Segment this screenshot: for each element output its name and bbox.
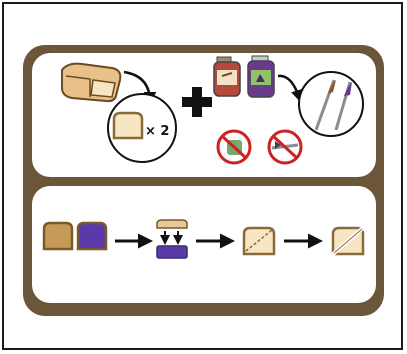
no-dipping-jar-icon (218, 131, 250, 163)
jelly-slice-icon (78, 223, 106, 249)
peanut-butter-slice-icon (44, 223, 72, 249)
cut-sandwich-icon (332, 227, 364, 255)
multiply-label: × 2 (145, 124, 169, 139)
knives-icon (299, 72, 363, 136)
bread-loaf-icon (62, 64, 120, 102)
no-double-dip-knife-icon (269, 131, 301, 163)
sandwich-cut-guide-icon (244, 228, 274, 254)
peanut-butter-jar-icon (214, 57, 240, 96)
jelly-jar-icon (248, 56, 274, 97)
bread-slice-times-two-icon: × 2 (108, 94, 176, 162)
